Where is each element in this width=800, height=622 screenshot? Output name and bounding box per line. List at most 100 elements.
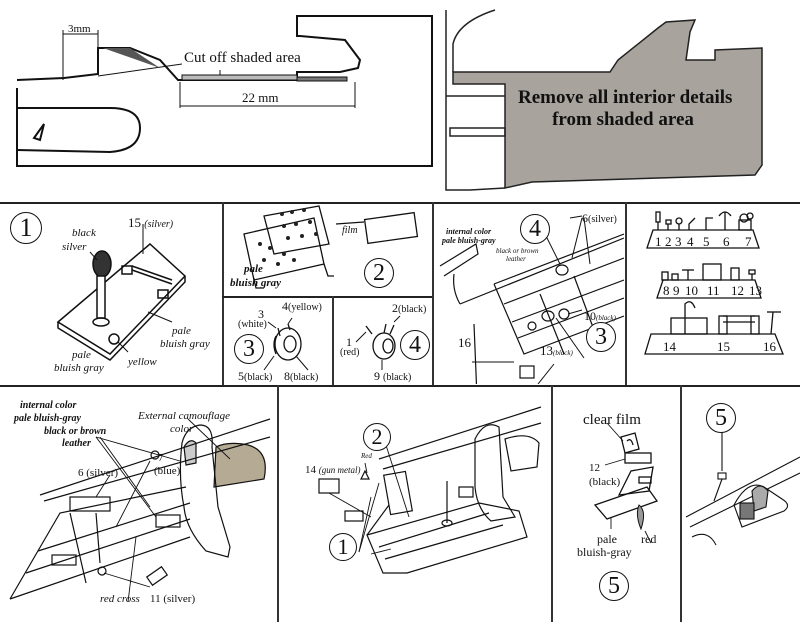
part-label: 5 bbox=[703, 234, 710, 249]
label-red-cross: red cross bbox=[100, 593, 140, 605]
label-part3: 3 bbox=[258, 308, 264, 320]
col-divider bbox=[680, 385, 682, 622]
part-number: 2 bbox=[392, 301, 398, 315]
part-color: (black) bbox=[244, 372, 273, 383]
part-label: 4 bbox=[687, 234, 694, 249]
cockpit-side-assembly-panel: internal color pale bluish-gray black or… bbox=[434, 204, 624, 384]
callout-1: 1 bbox=[329, 533, 357, 561]
step5-panel: clear film 12 (black) pale bluish-gray r… bbox=[553, 387, 680, 622]
gunsight-drawing bbox=[593, 422, 659, 544]
label-part6: 6 (silver) bbox=[78, 467, 119, 479]
label-pale: pale bbox=[597, 532, 617, 546]
label-film: film bbox=[342, 225, 358, 236]
step-number: 5 bbox=[608, 572, 620, 599]
label-pale: pale bbox=[244, 263, 263, 275]
sidewall-seat-drawing bbox=[9, 418, 271, 603]
part-label: 2 bbox=[665, 234, 672, 249]
sub-divider bbox=[222, 296, 432, 298]
part-number: 1 bbox=[346, 335, 352, 349]
label-leather-line1: black or brown bbox=[44, 426, 107, 437]
trim-wheel-drawing bbox=[263, 317, 309, 371]
label-red: Red bbox=[361, 452, 372, 460]
label-part1-color: (red) bbox=[340, 347, 360, 358]
part-label: 8 bbox=[663, 283, 670, 298]
label-pale-right: pale bbox=[172, 325, 191, 337]
cut-diagram-panel: 3mm Cut off shaded area 22 mm bbox=[0, 0, 440, 200]
step-number: 3 bbox=[243, 335, 255, 362]
callout-number: 1 bbox=[337, 534, 349, 559]
step3-panel: 3 (white) 4(yellow) 3 5(black) 8(black) bbox=[224, 298, 332, 384]
callout-number: 3 bbox=[595, 323, 607, 350]
label-leather-line2: leather bbox=[62, 438, 91, 449]
cockpit-assembly-panel: 2 1 14 (gun metal) Red bbox=[279, 387, 551, 622]
step-number-circle: 5 bbox=[706, 403, 736, 433]
sidewall-detail-panel: internal color pale bluish-gray External… bbox=[0, 387, 277, 622]
col-divider bbox=[432, 202, 434, 385]
part-number: 10 bbox=[584, 309, 596, 323]
part-label: 16 bbox=[763, 339, 776, 354]
part-label: 10 bbox=[685, 283, 698, 298]
label-clear-film: clear film bbox=[583, 412, 641, 428]
part-label: 1 bbox=[655, 234, 662, 249]
part-color: (gun metal) bbox=[318, 465, 361, 475]
callout-number: 2 bbox=[371, 424, 383, 449]
label-silver: silver bbox=[62, 241, 87, 253]
sub-divider bbox=[332, 296, 334, 385]
cockpit-tub-drawing bbox=[318, 406, 542, 574]
label-part13: 13(black) bbox=[540, 344, 573, 357]
label-part15: 15 (silver) bbox=[128, 216, 173, 230]
control-stick-drawing bbox=[56, 224, 187, 361]
remove-instruction-line1: Remove all interior details bbox=[518, 87, 733, 108]
callout-number: 4 bbox=[529, 215, 541, 242]
label-part7-color: (blue) bbox=[154, 465, 181, 477]
label-part14: 14 (gun metal) bbox=[305, 465, 361, 476]
label-part4: 4(yellow) bbox=[282, 300, 322, 313]
label-red: red bbox=[641, 532, 657, 546]
step1-panel: 1 black silver 15 (silver) pale bluish g… bbox=[0, 204, 222, 384]
step-number-circle: 4 bbox=[400, 330, 430, 360]
cockpit-sidewall-drawing bbox=[439, 215, 624, 384]
fuselage-interior-drawing bbox=[445, 9, 763, 191]
label-internal-color-value: pale bluish-gray bbox=[442, 236, 496, 245]
callout-3: 3 bbox=[586, 322, 616, 352]
step2-panel: film pale bluish gray 2 bbox=[224, 204, 432, 296]
step-number-circle: 2 bbox=[364, 258, 394, 288]
label-bluish-bottom: bluish gray bbox=[54, 362, 104, 374]
step-number: 4 bbox=[409, 331, 421, 358]
callout-2: 2 bbox=[363, 423, 391, 451]
label-black: black bbox=[72, 227, 96, 239]
part-label: 3 bbox=[675, 234, 682, 249]
label-bluish-gray: bluish gray bbox=[230, 277, 282, 289]
instrument-panel-drawing bbox=[243, 205, 419, 289]
label-leather-line2: leather bbox=[506, 255, 526, 263]
part-color: (black) bbox=[383, 372, 412, 383]
label-part2: 2(black) bbox=[392, 302, 426, 315]
parts-key-row2: 8 9 10 11 12 13 bbox=[663, 283, 763, 298]
label-bluish-gray: bluish-gray bbox=[577, 545, 632, 559]
step-number: 1 bbox=[19, 213, 33, 242]
part-number: 5 bbox=[238, 369, 244, 383]
label-internal-color: internal color bbox=[20, 400, 77, 411]
parts-key-drawing bbox=[644, 211, 784, 355]
label-part5: 5(black) bbox=[238, 370, 272, 383]
label-part3-color: (white) bbox=[238, 319, 267, 330]
part-color: (yellow) bbox=[288, 302, 322, 313]
step4-panel: 2(black) 1 (red) 4 9 (black) bbox=[334, 298, 432, 384]
step-number-circle: 5 bbox=[599, 571, 629, 601]
label-part6: 6(silver) bbox=[582, 212, 617, 225]
part-color: (silver) bbox=[588, 214, 617, 225]
part-color: (black) bbox=[398, 304, 427, 315]
label-part12-color: (black) bbox=[589, 476, 621, 488]
part-color: (silver) bbox=[144, 219, 174, 230]
label-part8: 8(black) bbox=[284, 370, 318, 383]
part-number: 13 bbox=[540, 343, 553, 358]
step-number-circle: 3 bbox=[234, 334, 264, 364]
part-label: 6 bbox=[723, 234, 730, 249]
label-pale-bottom: pale bbox=[72, 349, 91, 361]
throttle-quadrant-drawing bbox=[355, 315, 401, 370]
step5-install-panel: 5 bbox=[682, 387, 800, 622]
part-label: 9 bbox=[673, 283, 680, 298]
label-part12: 12 bbox=[589, 462, 600, 474]
label-part11: 11 (silver) bbox=[150, 593, 196, 605]
part-label: 15 bbox=[717, 339, 730, 354]
